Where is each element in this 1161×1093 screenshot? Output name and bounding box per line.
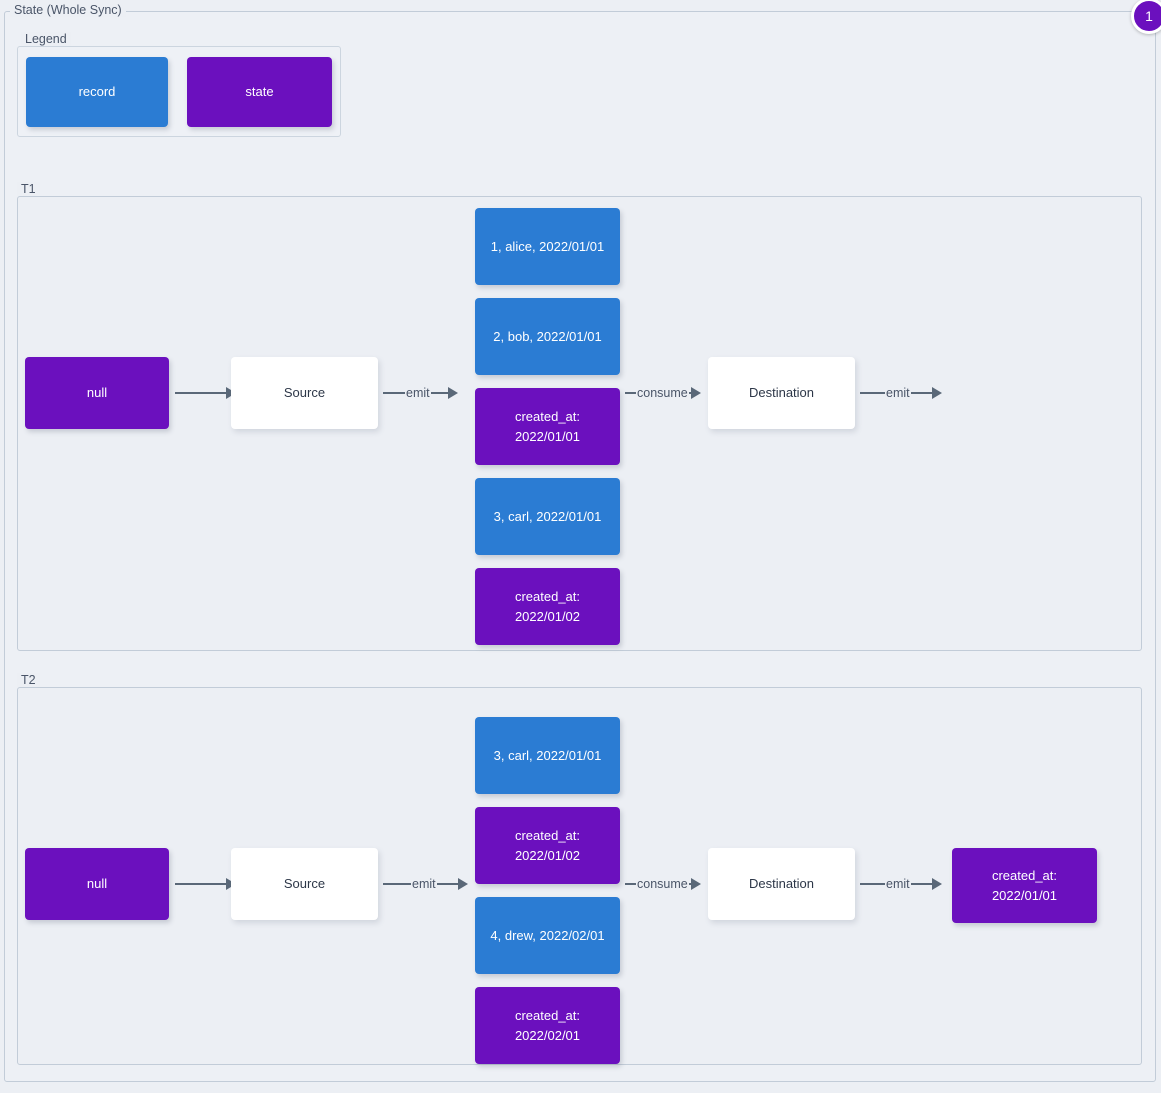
t1-stream-record-3: 3, carl, 2022/01/01 xyxy=(475,478,620,555)
legend-swatch-state: state xyxy=(187,57,332,127)
t2-edge-label-emit: emit xyxy=(412,877,436,891)
step-badge[interactable]: 1 xyxy=(1131,0,1161,34)
t1-stream-state-2: created_at: 2022/01/02 xyxy=(475,568,620,645)
t2-stream-state-2: created_at: 2022/02/01 xyxy=(475,987,620,1064)
arrow-line xyxy=(910,391,933,395)
legend-swatch-record: record xyxy=(26,57,168,127)
arrow-head-icon xyxy=(457,878,468,890)
t1-arrow-final-emit: emit xyxy=(860,383,942,403)
t1-initial-state-node: null xyxy=(25,357,169,429)
t1-source-node: Source xyxy=(231,357,378,429)
t1-edge-label-consume: consume xyxy=(637,386,688,400)
arrow-line xyxy=(175,391,227,395)
arrow-line xyxy=(860,882,885,886)
t2-arrow-emit: emit xyxy=(383,874,468,894)
arrow-line xyxy=(688,882,692,886)
t1-stream-record-2: 2, bob, 2022/01/01 xyxy=(475,298,620,375)
t2-destination-node: Destination xyxy=(708,848,855,920)
t1-arrow-emit: emit xyxy=(383,383,458,403)
page-title: State (Whole Sync) xyxy=(10,3,126,17)
section-title-t1: T1 xyxy=(17,182,40,196)
t2-arrow-consume: consume xyxy=(625,874,701,894)
arrow-line xyxy=(430,391,449,395)
t1-destination-node: Destination xyxy=(708,357,855,429)
arrow-line xyxy=(383,882,411,886)
arrow-line xyxy=(625,882,636,886)
arrow-line xyxy=(910,882,933,886)
t2-initial-state-node: null xyxy=(25,848,169,920)
section-title-t2: T2 xyxy=(17,673,40,687)
t1-arrow-start xyxy=(175,383,236,403)
t1-stream-state-1: created_at: 2022/01/01 xyxy=(475,388,620,465)
arrow-line xyxy=(383,391,405,395)
t1-edge-label-emit: emit xyxy=(406,386,430,400)
arrow-head-icon xyxy=(931,387,942,399)
arrow-line xyxy=(175,882,227,886)
t1-edge-label-final-emit: emit xyxy=(886,386,910,400)
arrow-line xyxy=(436,882,459,886)
arrow-line xyxy=(625,391,636,395)
t2-arrow-start xyxy=(175,874,236,894)
arrow-head-icon xyxy=(931,878,942,890)
t2-edge-label-final-emit: emit xyxy=(886,877,910,891)
arrow-head-icon xyxy=(447,387,458,399)
t2-stream-record-1: 3, carl, 2022/01/01 xyxy=(475,717,620,794)
t2-final-state-node: created_at: 2022/01/01 xyxy=(952,848,1097,923)
t2-stream-record-2: 4, drew, 2022/02/01 xyxy=(475,897,620,974)
t2-arrow-final-emit: emit xyxy=(860,874,942,894)
arrow-line xyxy=(860,391,885,395)
t2-stream-state-1: created_at: 2022/01/02 xyxy=(475,807,620,884)
t2-source-node: Source xyxy=(231,848,378,920)
arrow-head-icon xyxy=(690,387,701,399)
arrow-head-icon xyxy=(690,878,701,890)
t1-stream-record-1: 1, alice, 2022/01/01 xyxy=(475,208,620,285)
legend-title: Legend xyxy=(21,32,71,46)
arrow-line xyxy=(688,391,692,395)
t1-arrow-consume: consume xyxy=(625,383,701,403)
t2-edge-label-consume: consume xyxy=(637,877,688,891)
